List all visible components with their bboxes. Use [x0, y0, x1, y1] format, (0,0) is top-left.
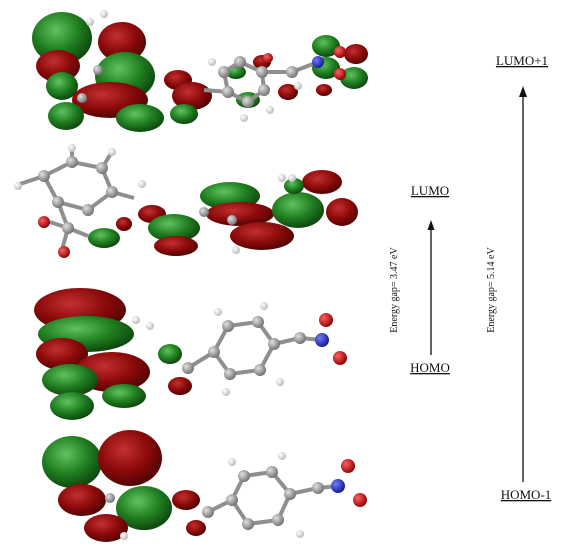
- energy-gap-small: LUMO HOMO Energy gap= 3.47 eV: [389, 183, 450, 375]
- energy-gap-large: LUMO+1 HOMO-1 Energy gap= 5.14 eV: [486, 53, 551, 502]
- orbital-homo-minus-1: [42, 430, 367, 542]
- gap-arrowhead-small: [427, 220, 435, 230]
- lumo-plus-1-label: LUMO+1: [496, 53, 548, 68]
- atoms: [77, 10, 346, 122]
- orbital-lumo: [14, 144, 358, 258]
- orbital-homo: [34, 288, 347, 420]
- homo-label: HOMO: [410, 360, 450, 375]
- atoms: [132, 302, 347, 396]
- atoms-front: [199, 174, 296, 254]
- atoms: [105, 452, 367, 540]
- lumo-label: LUMO: [411, 183, 449, 198]
- orbital-lobes: [32, 12, 368, 132]
- gap-label-small: Energy gap= 3.47 eV: [389, 247, 400, 333]
- molecule-skeleton: [186, 319, 323, 377]
- orbital-lobes: [34, 288, 192, 420]
- gap-label-large: Energy gap= 5.14 eV: [486, 247, 497, 333]
- homo-minus-1-label: HOMO-1: [501, 487, 552, 502]
- atoms: [14, 144, 146, 258]
- orbital-lobes: [42, 430, 206, 542]
- orbital-lumo-plus-1: [32, 10, 368, 132]
- orbital-lobes: [88, 170, 358, 256]
- gap-arrowhead-large: [519, 86, 527, 97]
